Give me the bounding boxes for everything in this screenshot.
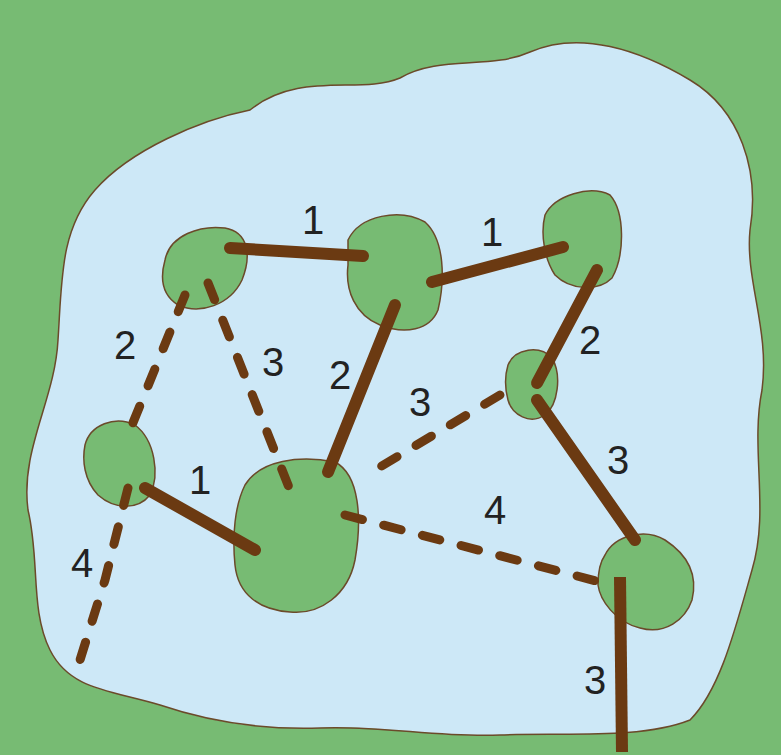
bridge-cost: 3 (262, 342, 284, 382)
bridge (537, 400, 635, 540)
lake (27, 43, 764, 736)
bridge-cost: 3 (584, 660, 606, 700)
planned-bridge (208, 283, 290, 490)
island (234, 459, 359, 612)
bridge-cost: 3 (607, 440, 629, 480)
island (163, 227, 248, 308)
planned-bridge (380, 395, 500, 467)
island (543, 191, 621, 287)
bridge-cost: 1 (302, 200, 324, 240)
planned-bridge (345, 515, 600, 582)
bridge (328, 305, 395, 472)
bridge-cost: 1 (481, 212, 503, 252)
bridge-cost: 2 (329, 355, 351, 395)
bridge (620, 577, 622, 752)
island (598, 534, 694, 630)
bridge-cost: 4 (484, 490, 506, 530)
bridge-cost: 4 (71, 543, 93, 583)
bridge (432, 247, 563, 282)
planned-bridge (128, 295, 185, 435)
bridge (230, 248, 363, 256)
bridge-cost: 2 (579, 320, 601, 360)
bridge-cost: 3 (409, 382, 431, 422)
bridge-cost: 2 (114, 325, 136, 365)
bridge-cost: 1 (189, 460, 211, 500)
